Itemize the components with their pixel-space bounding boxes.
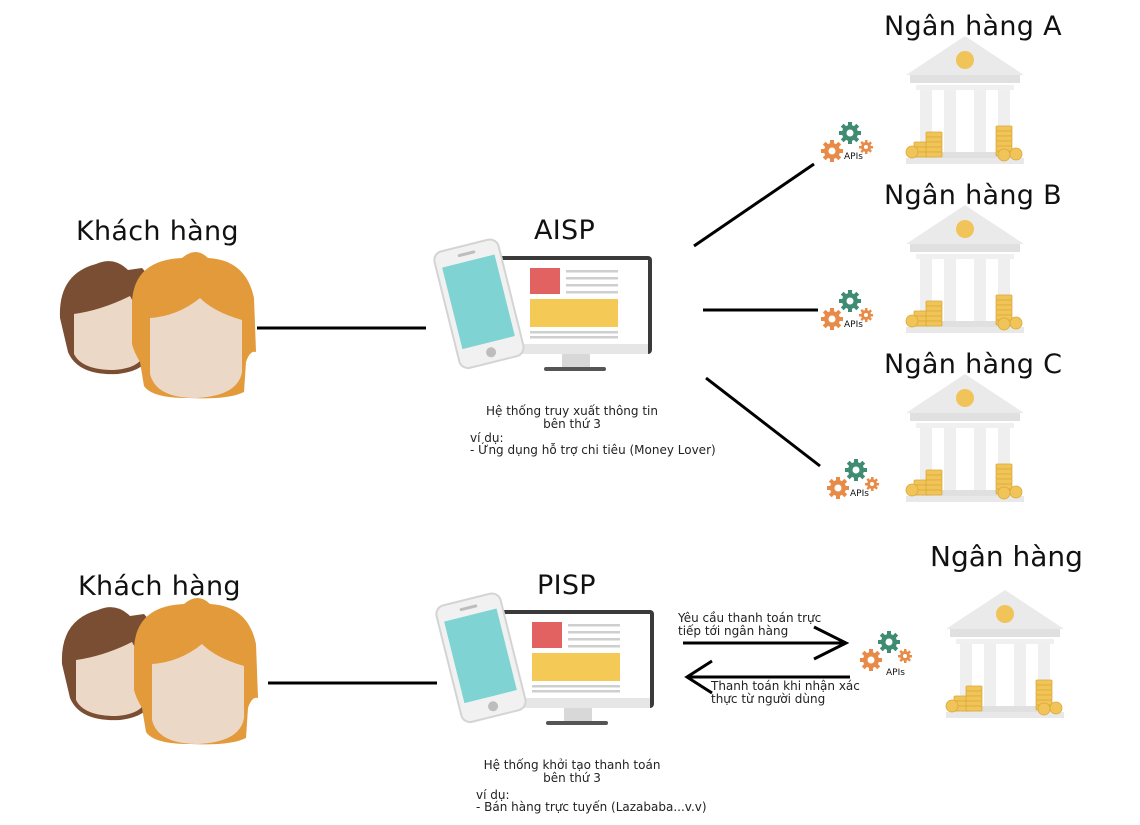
bank-b-building-icon	[905, 204, 1025, 334]
response-arrow	[684, 659, 850, 695]
aisp-description: Hệ thống truy xuất thông tin bên thứ 3	[462, 405, 682, 431]
response-line1: Thanh toán khi nhận xác	[711, 679, 860, 693]
api-label: APIs	[850, 489, 869, 499]
pisp-example-label: ví dụ:	[476, 788, 510, 802]
pisp-desc-line2: bên thứ 3	[543, 771, 601, 785]
bottom-customer-label: Khách hàng	[78, 571, 241, 602]
bottom-customer-faces	[61, 598, 259, 745]
bank-b-label: Ngân hàng B	[884, 180, 1062, 211]
aisp-desc-line1: Hệ thống truy xuất thông tin	[486, 404, 658, 418]
response-line2: thực từ người dùng	[711, 692, 826, 706]
response-text: Thanh toán khi nhận xác thực từ người dù…	[711, 680, 860, 706]
pisp-device-icon	[433, 590, 655, 726]
link-aisp-bank-a	[693, 162, 815, 248]
request-text: Yêu cầu thanh toán trực tiếp tới ngân hà…	[678, 612, 821, 638]
top-customer-faces	[59, 252, 257, 399]
api-label: APIs	[844, 152, 863, 162]
api-label: APIs	[844, 320, 863, 330]
pisp-desc-line1: Hệ thống khởi tạo thanh toán	[483, 758, 661, 772]
bank-c-building-icon	[905, 373, 1025, 503]
bank-a-building-icon	[905, 35, 1025, 165]
bank-label: Ngân hàng	[930, 540, 1083, 573]
request-line1: Yêu cầu thanh toán trực	[678, 611, 822, 625]
bank-c-label: Ngân hàng C	[884, 349, 1063, 380]
gears-icon	[860, 631, 912, 671]
aisp-desc-line2: bên thứ 3	[543, 417, 601, 431]
link-aisp-bank-c	[705, 376, 821, 468]
bank-a-label: Ngân hàng A	[884, 11, 1062, 42]
pisp-label: PISP	[537, 570, 596, 601]
aisp-device-icon	[431, 236, 653, 372]
top-customer-label: Khách hàng	[76, 216, 239, 247]
aisp-example-text: - Ứng dụng hỗ trợ chi tiêu (Money Lover)	[470, 443, 716, 457]
aisp-label: AISP	[534, 215, 596, 246]
api-label: APIs	[886, 668, 905, 678]
pisp-description: Hệ thống khởi tạo thanh toán bên thứ 3	[462, 759, 682, 785]
pisp-example-text: - Bán hàng trực tuyến (Lazababa...v.v)	[476, 800, 707, 814]
bank-building-icon	[945, 589, 1065, 719]
aisp-example-label: ví dụ:	[470, 431, 504, 445]
request-line2: tiếp tới ngân hàng	[678, 624, 789, 638]
request-arrow	[683, 625, 850, 661]
